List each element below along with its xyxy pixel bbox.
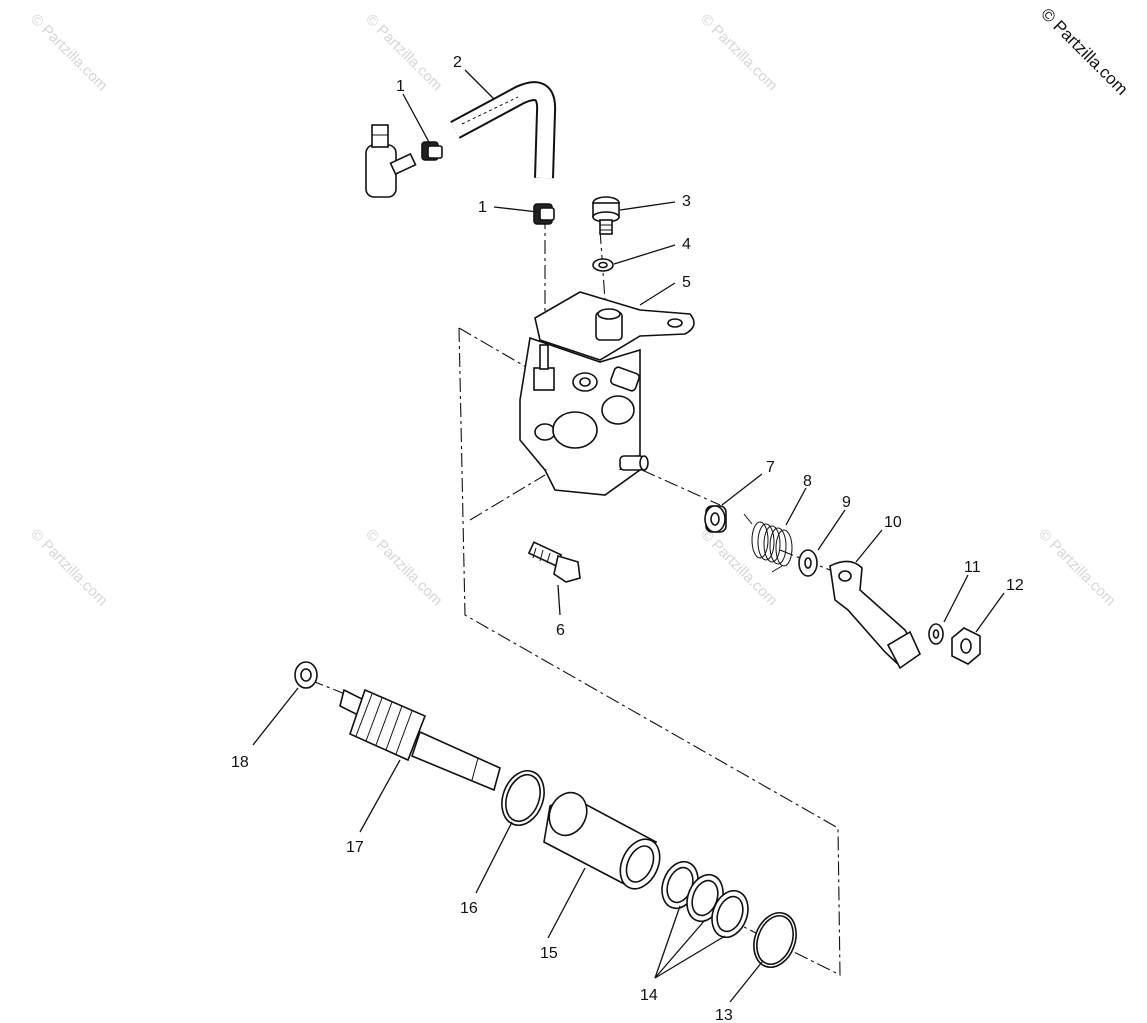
fitting-icon xyxy=(365,124,417,198)
callout-label: 2 xyxy=(453,54,462,71)
watermark: © Partzilla.com xyxy=(1035,526,1118,609)
callout-label: 12 xyxy=(1006,577,1024,594)
spring-icon xyxy=(743,513,793,573)
bolt-icon xyxy=(527,541,581,583)
callout-label: 14 xyxy=(640,987,658,1004)
leader-lines xyxy=(252,69,1005,1003)
hose-clamp-icon xyxy=(533,203,555,225)
callout-label: 8 xyxy=(803,473,812,490)
callout-label: 7 xyxy=(766,459,775,476)
lever-arm-icon xyxy=(829,560,922,670)
callout-label: 11 xyxy=(964,559,981,576)
callout-label: 1 xyxy=(478,199,487,216)
pump-cup-icon xyxy=(543,791,661,890)
hose-clamp-icon xyxy=(421,141,443,161)
bushing-icon xyxy=(704,505,727,533)
callout-label: 4 xyxy=(682,236,691,253)
callout-label: 3 xyxy=(682,193,691,210)
watermark: © Partzilla.com xyxy=(27,11,110,94)
drive-gear-icon xyxy=(339,688,501,792)
shim-icon xyxy=(661,860,749,939)
hose-icon xyxy=(450,81,557,179)
watermark: © Partzilla.com xyxy=(362,526,445,609)
callout-label: 13 xyxy=(715,1007,733,1023)
callout-labels: 1 1 2 3 4 5 6 7 8 9 10 11 12 13 14 15 16… xyxy=(231,54,1024,1023)
callout-label: 15 xyxy=(540,945,558,962)
callout-label: 17 xyxy=(346,839,364,856)
nut-icon xyxy=(951,627,981,665)
callout-label: 10 xyxy=(884,514,902,531)
callout-label: 6 xyxy=(556,622,565,639)
bleed-screw-icon xyxy=(592,196,620,235)
callout-label: 16 xyxy=(460,900,478,917)
copyright-text: © Partzilla.com xyxy=(1037,4,1131,98)
oil-pump-housing-icon xyxy=(519,291,695,496)
callout-label: 1 xyxy=(396,78,405,95)
callout-label: 5 xyxy=(682,274,691,291)
watermark: © Partzilla.com xyxy=(27,526,110,609)
watermark: © Partzilla.com xyxy=(697,11,780,94)
callout-label: 9 xyxy=(842,494,851,511)
callout-label: 18 xyxy=(231,754,249,771)
